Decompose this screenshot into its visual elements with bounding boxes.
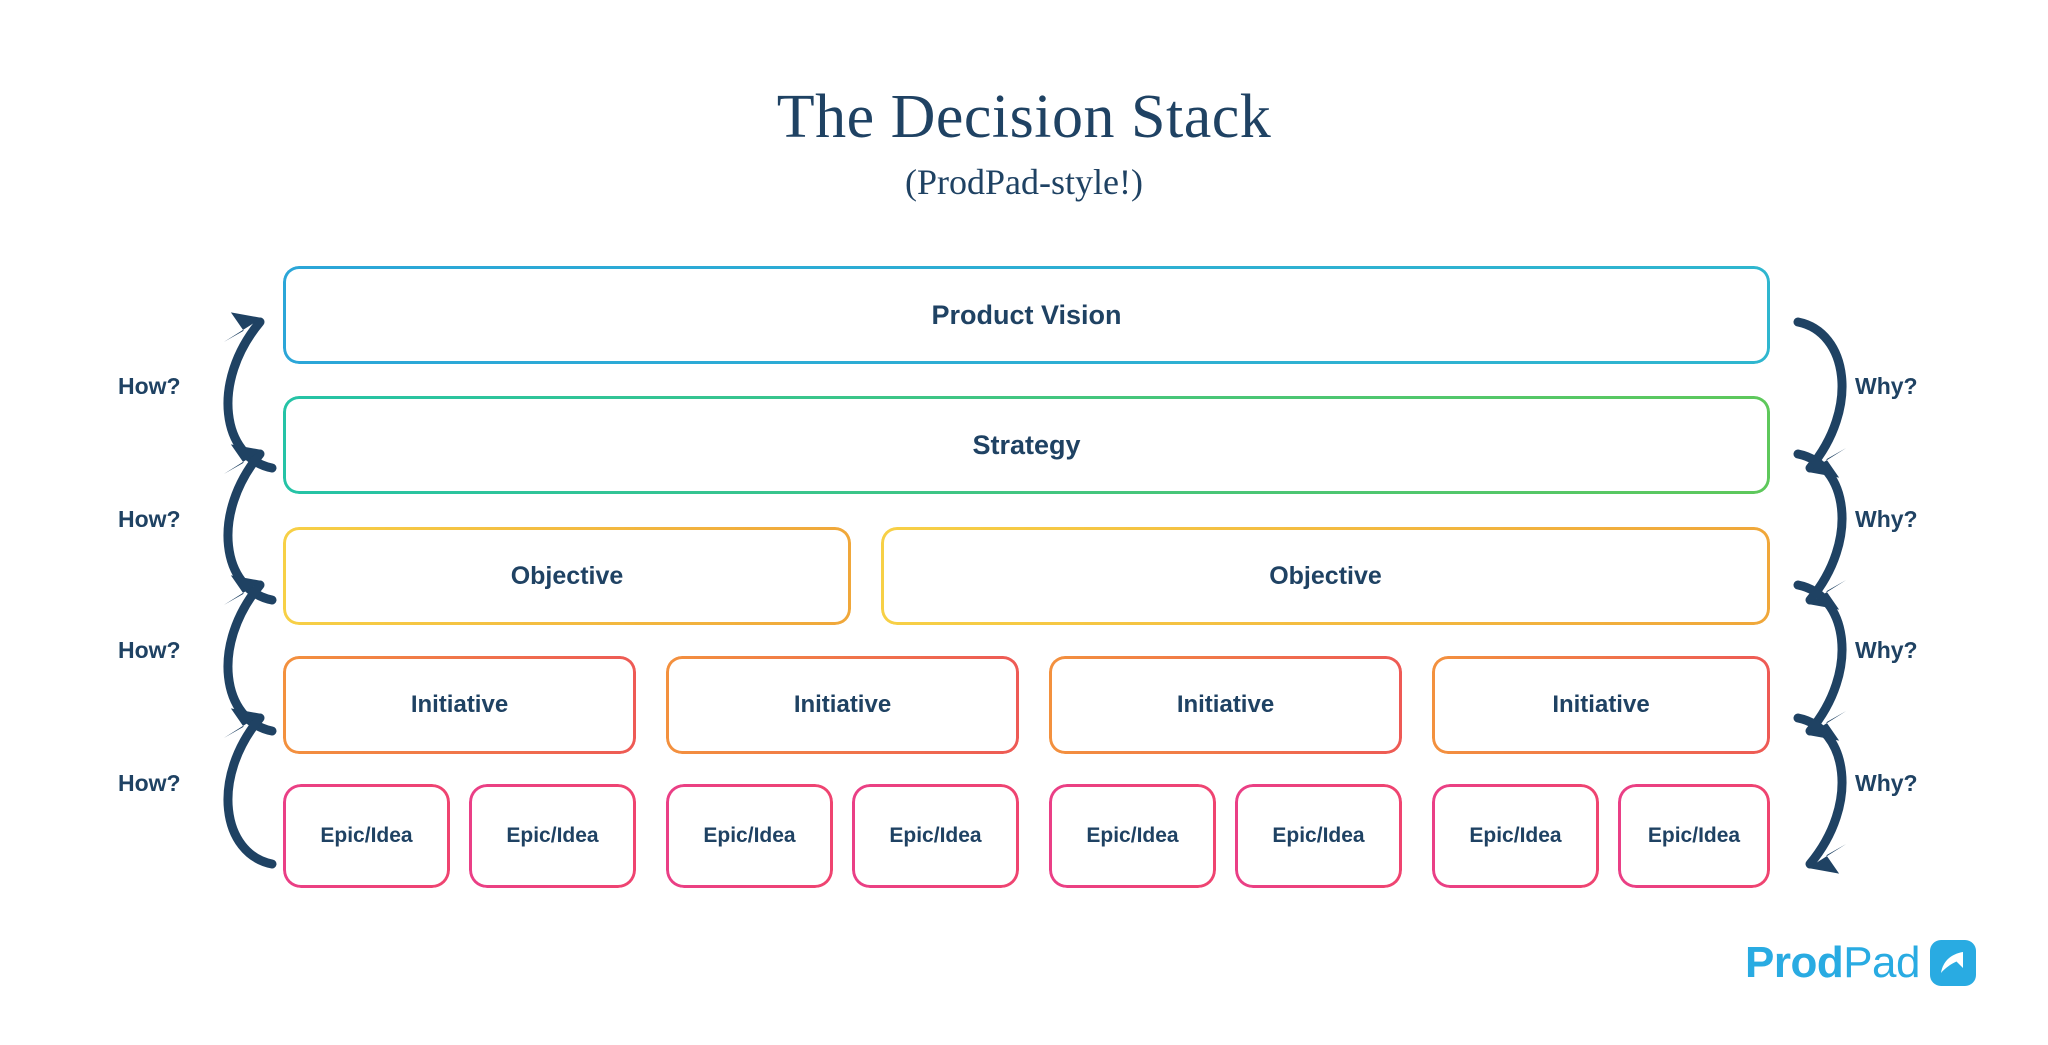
how-label-2: How? (118, 506, 181, 532)
node-label: Epic/Idea (1647, 824, 1741, 847)
node-label: Epic/Idea (1272, 824, 1365, 847)
why-label-4: Why? (1855, 770, 1918, 796)
decision-stack: Product Vision Strategy Objective Object… (283, 266, 1770, 888)
node-initiative-2[interactable]: Initiative (666, 656, 1019, 754)
node-label: Initiative (1552, 691, 1650, 718)
row-gap (636, 784, 666, 888)
node-label: Product Vision (931, 299, 1122, 330)
node-epic-8[interactable]: Epic/Idea (1618, 784, 1770, 888)
node-initiative-4[interactable]: Initiative (1432, 656, 1770, 754)
node-label: Initiative (410, 691, 509, 718)
why-arrow-4-icon (1793, 713, 1847, 874)
how-label-3: How? (118, 637, 181, 663)
prodpad-arrow-mark-icon (1930, 940, 1976, 986)
node-strategy[interactable]: Strategy (283, 396, 1770, 494)
node-label: Strategy (972, 429, 1081, 460)
page-title: The Decision Stack (776, 83, 1272, 151)
row-gap (636, 656, 666, 754)
stack-row-product-vision: Product Vision (283, 266, 1770, 364)
how-label-4: How? (118, 770, 181, 796)
why-label-1: Why? (1855, 373, 1918, 399)
stack-row-initiative: Initiative Initiative Initiative Initiat… (283, 656, 1770, 754)
node-initiative-3[interactable]: Initiative (1049, 656, 1402, 754)
node-label: Initiative (793, 691, 892, 718)
row-gap (1402, 656, 1432, 754)
node-label: Epic/Idea (1086, 824, 1179, 847)
node-label: Epic/Idea (703, 824, 796, 847)
why-arrow-2-icon (1793, 449, 1847, 610)
stack-row-objective: Objective Objective (283, 527, 1770, 625)
node-label: Epic/Idea (889, 824, 982, 847)
node-label: Epic/Idea (1469, 824, 1562, 847)
row-gap (1402, 784, 1432, 888)
how-label-1: How? (118, 373, 181, 399)
how-arrow-4-icon (223, 708, 277, 869)
stack-row-epic-idea: Epic/Idea Epic/Idea Epic/Idea Epic/Idea … (283, 784, 1770, 888)
prodpad-logo[interactable]: ProdPad (1745, 938, 1976, 988)
why-label-2: Why? (1855, 506, 1918, 532)
logo-word-light: Pad (1843, 938, 1920, 987)
node-label: Epic/Idea (320, 824, 413, 847)
why-arrow-1-icon (1793, 317, 1847, 478)
node-objective-2[interactable]: Objective (881, 527, 1770, 625)
node-product-vision[interactable]: Product Vision (283, 266, 1770, 364)
node-epic-5[interactable]: Epic/Idea (1049, 784, 1216, 888)
stack-row-strategy: Strategy (283, 396, 1770, 494)
why-arrow-3-icon (1793, 580, 1847, 741)
node-label: Objective (1269, 561, 1382, 590)
row-gap (851, 527, 881, 625)
node-epic-4[interactable]: Epic/Idea (852, 784, 1019, 888)
node-epic-7[interactable]: Epic/Idea (1432, 784, 1599, 888)
row-gap (450, 784, 469, 888)
page-subtitle: (ProdPad-style!) (905, 162, 1143, 202)
row-gap (1019, 784, 1049, 888)
row-gap (1216, 784, 1235, 888)
prodpad-wordmark: ProdPad (1744, 938, 1921, 988)
row-gap (833, 784, 852, 888)
node-label: Objective (510, 561, 624, 590)
node-epic-6[interactable]: Epic/Idea (1235, 784, 1402, 888)
row-gap (1599, 784, 1618, 888)
logo-word-bold: Prod (1744, 938, 1844, 987)
why-label-3: Why? (1855, 637, 1918, 663)
node-epic-2[interactable]: Epic/Idea (469, 784, 636, 888)
node-label: Initiative (1176, 691, 1275, 718)
node-epic-3[interactable]: Epic/Idea (666, 784, 833, 888)
node-epic-1[interactable]: Epic/Idea (283, 784, 450, 888)
node-objective-1[interactable]: Objective (283, 527, 851, 625)
node-label: Epic/Idea (506, 824, 599, 847)
title-block: The Decision Stack (ProdPad-style!) (0, 86, 2048, 200)
node-initiative-1[interactable]: Initiative (283, 656, 636, 754)
row-gap (1019, 656, 1049, 754)
